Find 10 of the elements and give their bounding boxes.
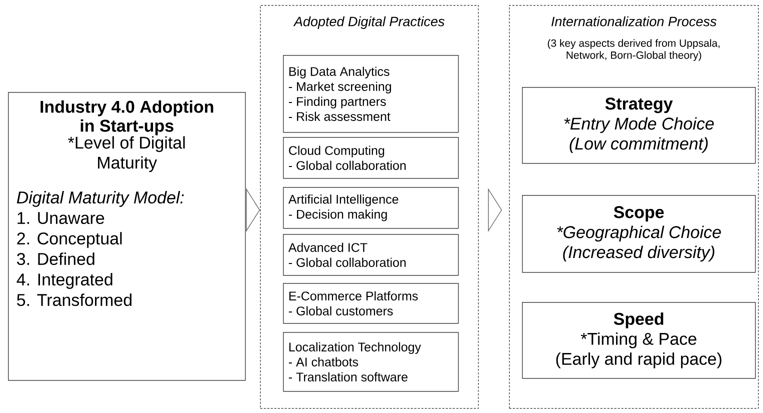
aspect-box: Speed *Timing & Pace (Early and rapid pace) — [522, 302, 756, 379]
aspect-box: Scope *Geographical Choice (Increased diversity) — [522, 195, 756, 273]
practice-box: Cloud Computing - Global collaboration — [283, 137, 459, 179]
practice-box: E-Commerce Platforms - Global customers — [283, 283, 459, 324]
practice-box: Artificial Intelligence - Decision making — [283, 187, 459, 229]
aspect-box: Strategy *Entry Mode Choice (Low commitment) — [522, 87, 756, 164]
adoption-box: Industry 4.0 Adoption in Start-ups *Level of Digital Maturity Digital Maturity Model: 1. Unaware 2. Conceptual 3. Defined 4. Integrated 5. Transformed — [8, 92, 246, 381]
practice-box: Localization Technology - AI chatbots - Translation software — [283, 332, 459, 392]
practice-box: Advanced ICT - Global collaboration — [283, 234, 459, 276]
practice-box: Big Data Analytics - Market screening - Finding partners - Risk assessment — [283, 55, 459, 133]
